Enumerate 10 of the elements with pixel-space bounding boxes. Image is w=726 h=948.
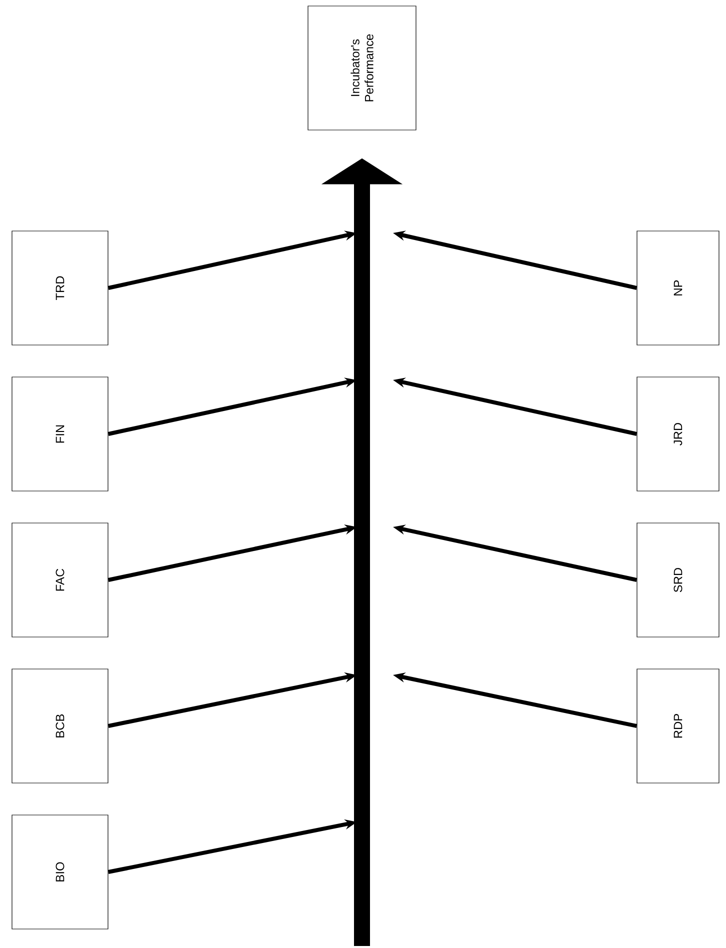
cause-box: TRD — [12, 230, 108, 346]
cause-box: FAC — [12, 522, 108, 638]
cause-box: NP — [636, 230, 720, 346]
cause-box: BCB — [12, 668, 108, 784]
cause-box: JRD — [636, 376, 720, 492]
cause-box: FIN — [12, 376, 108, 492]
cause-box: SRD — [636, 522, 720, 638]
cause-box: RDP — [636, 668, 720, 784]
result-box: Incubator's Performance — [308, 6, 416, 130]
cause-box: BIO — [12, 814, 108, 930]
